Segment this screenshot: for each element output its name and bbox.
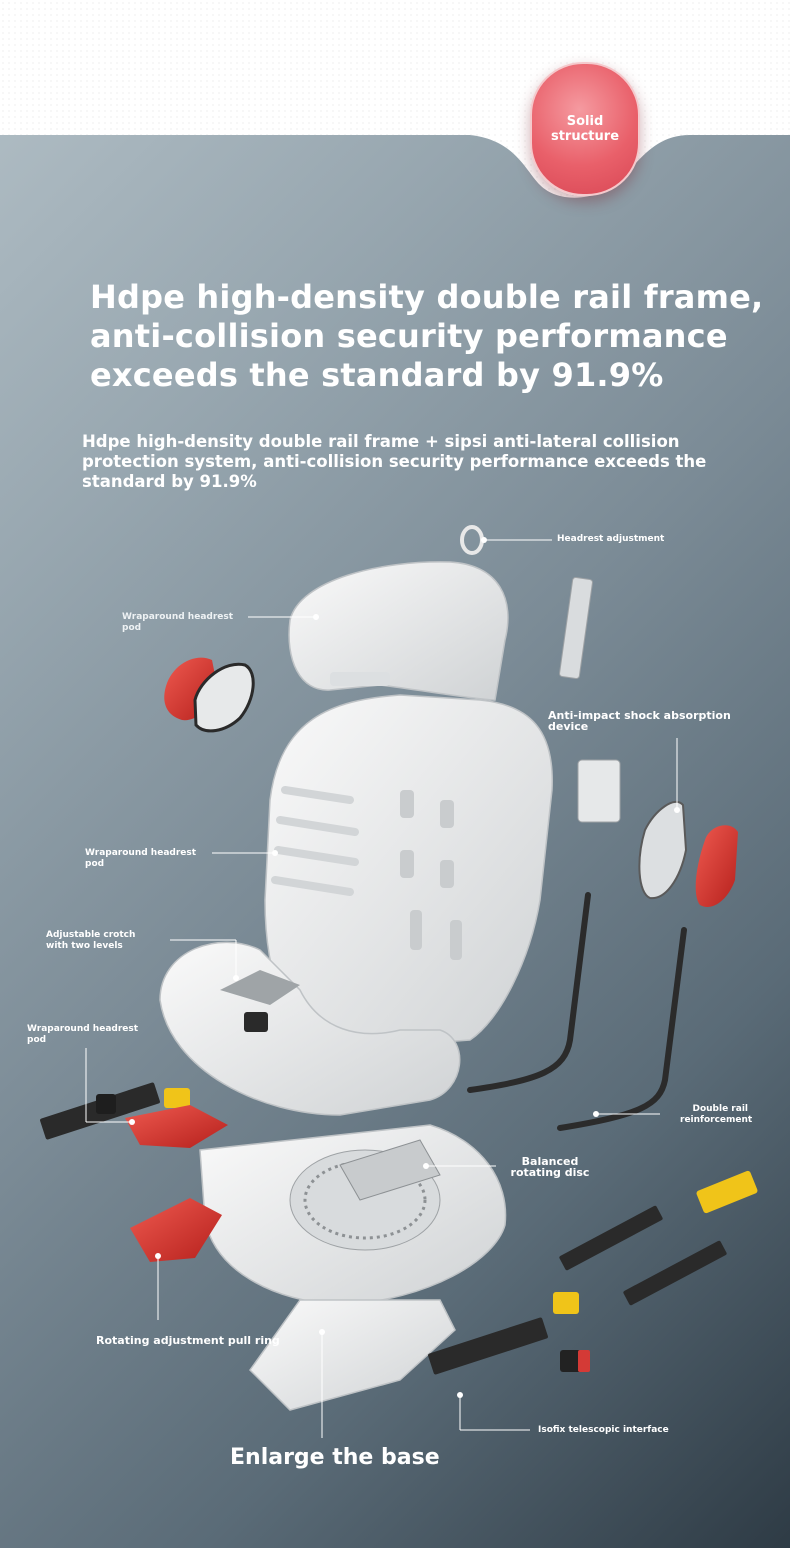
headrest-rail [559, 576, 593, 680]
headrest [288, 561, 509, 701]
red-pull-piece-bottom [130, 1198, 222, 1262]
shock-absorber [638, 800, 688, 900]
label-wraparound-pod-2: Wraparound headrest pod [85, 848, 197, 869]
top-white-band [0, 0, 790, 198]
exploded-seat-illustration [40, 525, 758, 1438]
base-caption: Enlarge the base [230, 1445, 440, 1470]
label-pull-ring: Rotating adjustment pull ring [96, 1334, 280, 1347]
isofix-bar-right [428, 1317, 548, 1375]
side-pod-right [695, 825, 738, 908]
red-pull-piece-top [125, 1105, 228, 1148]
label-anti-impact: Anti-impact shock absorption device [548, 709, 731, 733]
label-double-rail: Double rail reinforcement [680, 1104, 753, 1125]
label-wraparound-pod-3: Wraparound headrest pod [27, 1024, 139, 1045]
yellow-latch-right [696, 1170, 758, 1214]
base-foot [249, 1299, 456, 1411]
rail-right [557, 927, 687, 1131]
rail-left [467, 892, 591, 1093]
label-adjustable-crotch: Adjustable crotch with two levels [46, 930, 136, 951]
subtitle: Hdpe high-density double rail frame + si… [82, 432, 707, 491]
label-isofix: Isofix telescopic interface [538, 1425, 669, 1435]
label-balanced-disc: Balanced rotating disc [510, 1155, 590, 1179]
solid-structure-badge: Solid structure [530, 62, 640, 196]
label-headrest-adjustment: Headrest adjustment [557, 534, 665, 544]
badge-text: Solid structure [550, 114, 620, 144]
headrest-ring [460, 525, 484, 555]
main-title: Hdpe high-density double rail frame, ant… [90, 278, 764, 394]
label-wraparound-pod-1: Wraparound headrest pod [122, 612, 234, 633]
